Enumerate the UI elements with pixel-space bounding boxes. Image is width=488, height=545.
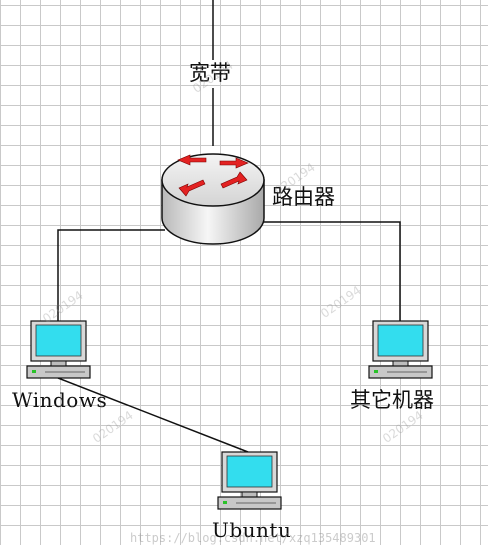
windows-label: Windows	[12, 388, 108, 412]
monitor-screen	[377, 324, 424, 357]
router-windows-link	[57, 229, 165, 322]
monitor-stand	[392, 360, 409, 367]
monitor-stand	[50, 360, 67, 367]
ubuntu-label: Ubuntu	[212, 518, 292, 542]
watermark-url: https://blog.csdn.net/xzq135489301	[130, 531, 376, 545]
power-led	[223, 501, 227, 504]
router-icon	[161, 153, 265, 245]
power-led	[374, 370, 378, 373]
router-arrows-icon	[177, 154, 249, 197]
ubuntu-computer-icon	[217, 451, 282, 510]
router-label: 路由器	[272, 185, 335, 209]
broadband-label: 宽带	[189, 61, 231, 85]
monitor-stand	[241, 491, 258, 498]
power-led	[32, 370, 36, 373]
router-other-link	[262, 221, 401, 322]
windows-computer-icon	[26, 320, 91, 379]
other-computer-icon	[368, 320, 433, 379]
windows-ubuntu-link	[57, 377, 249, 453]
monitor-screen	[226, 455, 273, 488]
monitor-screen	[35, 324, 82, 357]
other-machines-label: 其它机器	[350, 388, 434, 412]
